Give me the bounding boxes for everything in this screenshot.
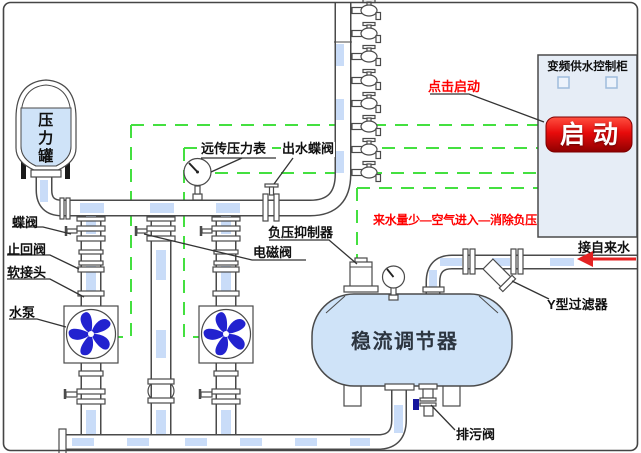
indicator-light-2 [605, 76, 618, 89]
pressure-tank [15, 79, 77, 179]
manifold-fittings [59, 157, 280, 222]
inlet-flow-arrow [577, 251, 636, 267]
leader-lines [7, 93, 550, 431]
water-pump-2 [198, 305, 254, 364]
water-highlights [40, 44, 574, 446]
y-strainer [482, 258, 517, 293]
inlet-fittings [462, 248, 524, 293]
pump-line-3 [198, 216, 254, 405]
control-cabinet [537, 54, 638, 238]
pump-line-1 [63, 216, 119, 405]
tank-pressure-gauge [381, 265, 406, 301]
indicator-light-1 [557, 76, 570, 89]
outlet-butterfly-valve [262, 183, 280, 222]
flow-regulator-tank [311, 257, 513, 417]
negative-pressure-suppressor [343, 257, 379, 293]
water-pump-1 [63, 305, 119, 364]
start-button[interactable] [545, 116, 633, 153]
drain-valve [413, 383, 438, 417]
